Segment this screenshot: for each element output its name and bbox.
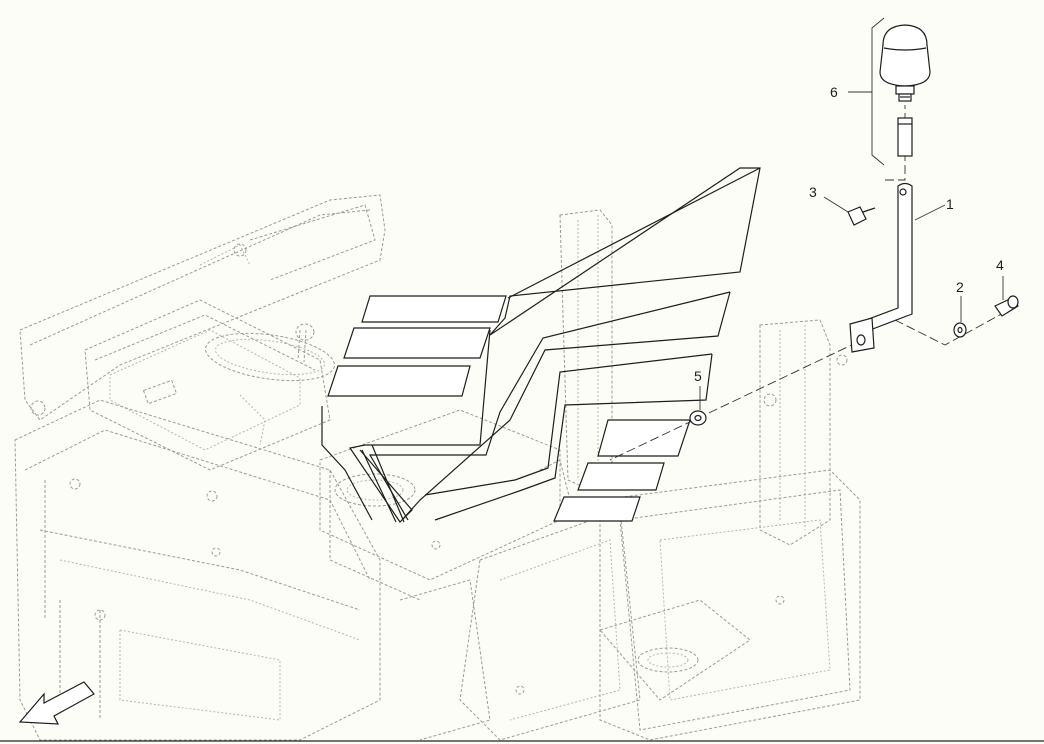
decal-sheet-group xyxy=(321,167,761,523)
decal-sheet-d xyxy=(597,419,691,457)
screw-head-icon xyxy=(847,206,867,226)
callout-5: 5 xyxy=(694,368,702,384)
callout-1: 1 xyxy=(946,196,954,212)
part-6-bracket xyxy=(871,17,885,166)
part-5-bushing[interactable] xyxy=(689,386,707,426)
washer-icon xyxy=(953,322,967,338)
decal-leader-flap-1 xyxy=(489,167,761,336)
decal-sheet-c xyxy=(327,365,471,397)
part-6-knob-assembly[interactable] xyxy=(848,17,931,166)
knob-sleeve xyxy=(897,117,913,157)
assembly-axis-line-2 xyxy=(894,311,1006,346)
part-3-screw[interactable] xyxy=(823,196,876,226)
decal-sheet-a xyxy=(361,295,507,323)
decal-stem-legs xyxy=(361,444,405,523)
callout-2: 2 xyxy=(956,279,964,295)
decal-stem-left xyxy=(321,406,373,521)
decal-stem-3 xyxy=(434,353,713,521)
machine-ghost-outline xyxy=(14,194,861,741)
part-4-bolt[interactable] xyxy=(994,276,1019,317)
decal-stem-1 xyxy=(348,329,491,523)
front-direction-arrow-icon xyxy=(18,681,95,725)
part-2-washer[interactable] xyxy=(953,296,967,338)
callout-3-leader xyxy=(823,196,849,213)
decal-stem-2b xyxy=(368,291,731,521)
part-1-lever-rod[interactable] xyxy=(849,182,946,353)
callout-1-leader xyxy=(914,204,946,221)
decal-sheet-b xyxy=(343,327,491,359)
callout-3: 3 xyxy=(809,184,817,200)
knob-icon xyxy=(879,24,931,87)
decal-sheet-f xyxy=(553,496,641,522)
decal-edge-1 xyxy=(507,167,761,299)
knob-collar xyxy=(895,85,915,95)
callout-6: 6 xyxy=(830,84,838,100)
decal-stem-2 xyxy=(401,291,731,521)
callout-4: 4 xyxy=(996,257,1004,273)
decal-sheet-e xyxy=(577,462,665,491)
bushing-icon xyxy=(689,410,707,426)
assembly-axis-line-1 xyxy=(609,341,859,461)
lever-rod-icon xyxy=(865,182,913,331)
decal-stem-3b xyxy=(424,353,713,496)
